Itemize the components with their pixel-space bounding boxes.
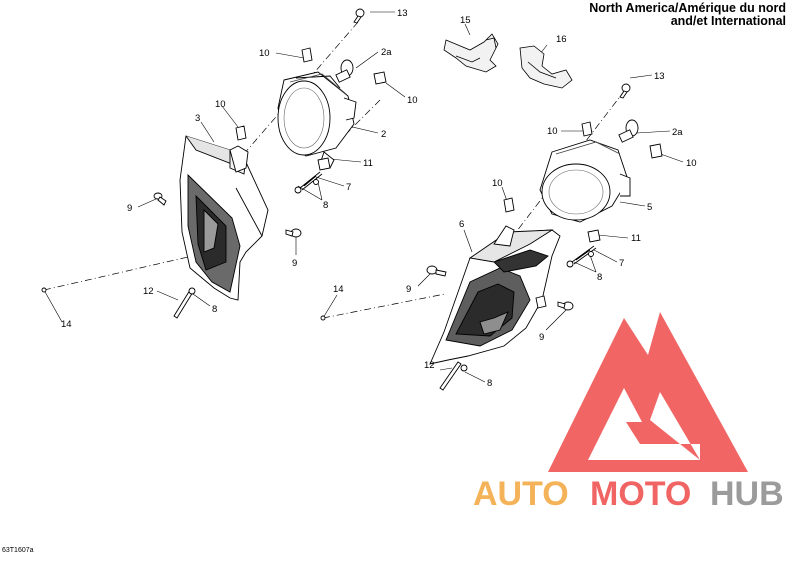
region-title-line2: and/et International	[670, 14, 786, 28]
callout-13-right: 13	[654, 71, 665, 82]
right-bulb	[618, 119, 639, 143]
right-adjuster-spring	[571, 245, 597, 265]
callout-16: 16	[556, 34, 567, 45]
left-clip-mid	[235, 125, 247, 141]
callout-13-top: 13	[397, 8, 408, 19]
callout-9-right-a: 9	[406, 284, 411, 295]
right-washer	[460, 364, 468, 372]
right-push-rivet-b	[557, 301, 574, 311]
left-adjuster-nut	[317, 157, 331, 171]
right-headlamp-lens	[539, 139, 631, 223]
callout-10-f: 10	[492, 178, 503, 189]
left-screw-top	[353, 8, 365, 24]
left-headlamp-lens	[277, 71, 357, 169]
watermark-brand-moto: MOTO	[590, 475, 691, 513]
bracket-16	[519, 45, 573, 89]
right-adjuster-nut	[587, 229, 601, 243]
callout-8-lower-left: 8	[212, 304, 217, 315]
callout-12-left: 12	[143, 286, 154, 297]
left-headlamp-assembly	[41, 8, 387, 319]
axis-line-right-14	[322, 293, 446, 319]
right-clip-mid	[503, 197, 515, 213]
left-end-14	[41, 287, 47, 293]
callout-labels: 13 10 2a 10 10 3 2 11 7 8 9 9 12 8 14 15…	[61, 8, 697, 389]
left-clip-right	[373, 71, 387, 85]
watermark-brand-auto: AUTO	[473, 475, 569, 513]
left-washer	[188, 287, 196, 295]
left-bolt	[173, 289, 194, 319]
callout-12-right: 12	[424, 360, 435, 371]
callout-9-mid: 9	[292, 258, 297, 269]
watermark-brand-hub: HUB	[710, 475, 784, 513]
callout-2: 2	[381, 129, 386, 140]
drawing-reference-code: 63T1607a	[2, 547, 34, 554]
callout-11-left: 11	[363, 158, 373, 169]
left-adjuster-spring	[299, 171, 323, 191]
left-clip-top	[301, 47, 313, 63]
region-title-line1: North America/Amérique du nord	[589, 1, 786, 15]
watermark-logo: AUTO MOTO HUB	[473, 312, 784, 513]
callout-5: 5	[647, 202, 652, 213]
callout-8-right: 8	[597, 272, 602, 283]
leader-lines	[43, 11, 684, 383]
callout-10-b: 10	[407, 95, 418, 106]
callout-10-c: 10	[215, 99, 226, 110]
callout-14-right: 14	[333, 284, 344, 295]
left-bulb	[335, 59, 354, 83]
callout-9-right-b: 9	[539, 332, 544, 343]
callout-10-e: 10	[686, 158, 697, 169]
left-push-rivet	[153, 192, 167, 206]
left-washer-8	[313, 179, 319, 185]
left-push-rivet-mid	[285, 228, 302, 238]
callout-6: 6	[459, 219, 464, 230]
callout-14-left: 14	[61, 319, 72, 330]
right-washer-8	[588, 251, 594, 257]
region-title: North America/Amérique du nord and/et In…	[589, 2, 786, 28]
callout-8-lower-right: 8	[487, 378, 492, 389]
callout-7-right: 7	[619, 258, 624, 269]
bracket-15	[443, 33, 499, 73]
right-clip-top	[581, 121, 593, 137]
callout-10-a: 10	[259, 48, 270, 59]
callout-15: 15	[460, 15, 471, 26]
right-bolt	[439, 361, 462, 391]
right-clip-side	[649, 143, 663, 159]
callout-8-left: 8	[323, 200, 328, 211]
right-end-14	[320, 315, 326, 321]
callout-11-right: 11	[631, 233, 641, 244]
callout-10-d: 10	[547, 126, 558, 137]
right-screw-top	[619, 83, 631, 99]
right-push-rivet-a	[426, 265, 447, 277]
mounting-brackets	[443, 33, 573, 89]
callout-3: 3	[195, 113, 200, 124]
callout-2a-right: 2a	[672, 127, 683, 138]
watermark-triangle-mark	[548, 312, 748, 472]
callout-2a-left: 2a	[381, 47, 392, 58]
right-headlamp-assembly	[320, 83, 663, 391]
callout-9-left: 9	[127, 203, 132, 214]
callout-7-left: 7	[346, 182, 351, 193]
